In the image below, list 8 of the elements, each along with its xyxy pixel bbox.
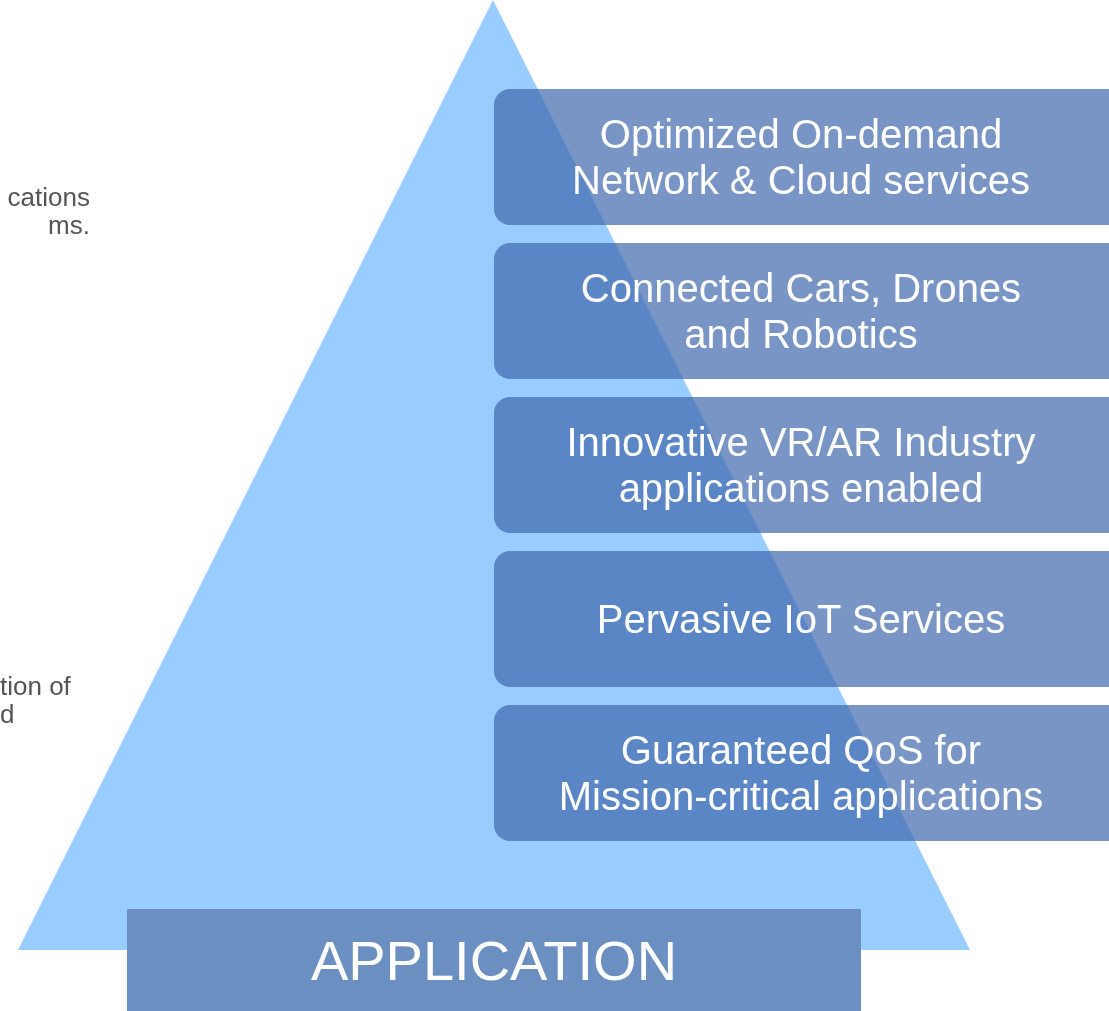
feature-box: Connected Cars, Drones and Robotics bbox=[494, 243, 1109, 379]
note-text: tion of d bbox=[0, 672, 72, 728]
note-text: cations ms. bbox=[6, 183, 90, 239]
feature-box: Guaranteed QoS for Mission-critical applications bbox=[494, 705, 1109, 841]
application-bar: APPLICATION bbox=[127, 909, 861, 1011]
feature-box: Optimized On-demand Network & Cloud services bbox=[494, 89, 1109, 225]
feature-box: Innovative VR/AR Industry applications enabled bbox=[494, 397, 1109, 533]
feature-box: Pervasive IoT Services bbox=[494, 551, 1109, 687]
